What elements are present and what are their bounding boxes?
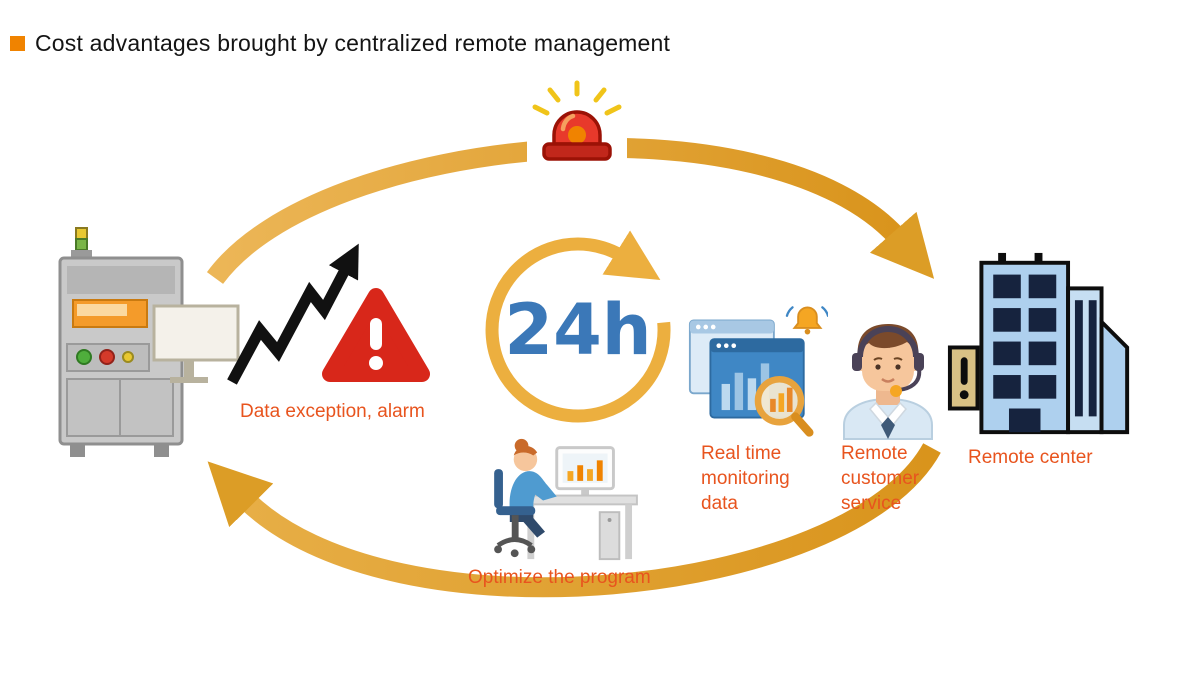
- label-data-exception: Data exception, alarm: [240, 401, 425, 422]
- clock-cycle-ring-icon: [485, 230, 671, 423]
- label-real-time-monitoring: Real time monitoring data: [701, 443, 790, 515]
- label-remote-customer-service: Remote customer service: [841, 443, 920, 515]
- desk-monitor: [555, 446, 615, 496]
- exclamation-sign: [959, 357, 969, 400]
- warning-triangle-icon: [322, 288, 430, 382]
- engineer-workstation-icon: [494, 438, 638, 561]
- monitoring-dashboard-icon: [688, 306, 828, 437]
- label-optimize-program: Optimize the program: [468, 567, 651, 588]
- title-bullet-square: [10, 36, 25, 51]
- badge-24h-text: 24h: [504, 289, 651, 371]
- rising-trend-arrow-icon: [227, 243, 359, 385]
- bottom-arc-arrow: [207, 442, 941, 598]
- office-chair: [494, 469, 536, 558]
- badge-24h: 24h: [485, 230, 671, 423]
- alarm-siren-icon: [527, 80, 627, 168]
- label-remote-center: Remote center: [968, 447, 1093, 468]
- notification-bell-icon: [785, 306, 828, 335]
- magnifier-icon: [754, 376, 814, 437]
- remote-center-building-icon: [947, 252, 1130, 435]
- page-title: Cost advantages brought by centralized r…: [10, 30, 670, 57]
- inspection-machine-icon: [58, 227, 240, 457]
- page-title-text: Cost advantages brought by centralized r…: [35, 30, 671, 56]
- customer-service-agent-icon: [843, 324, 933, 440]
